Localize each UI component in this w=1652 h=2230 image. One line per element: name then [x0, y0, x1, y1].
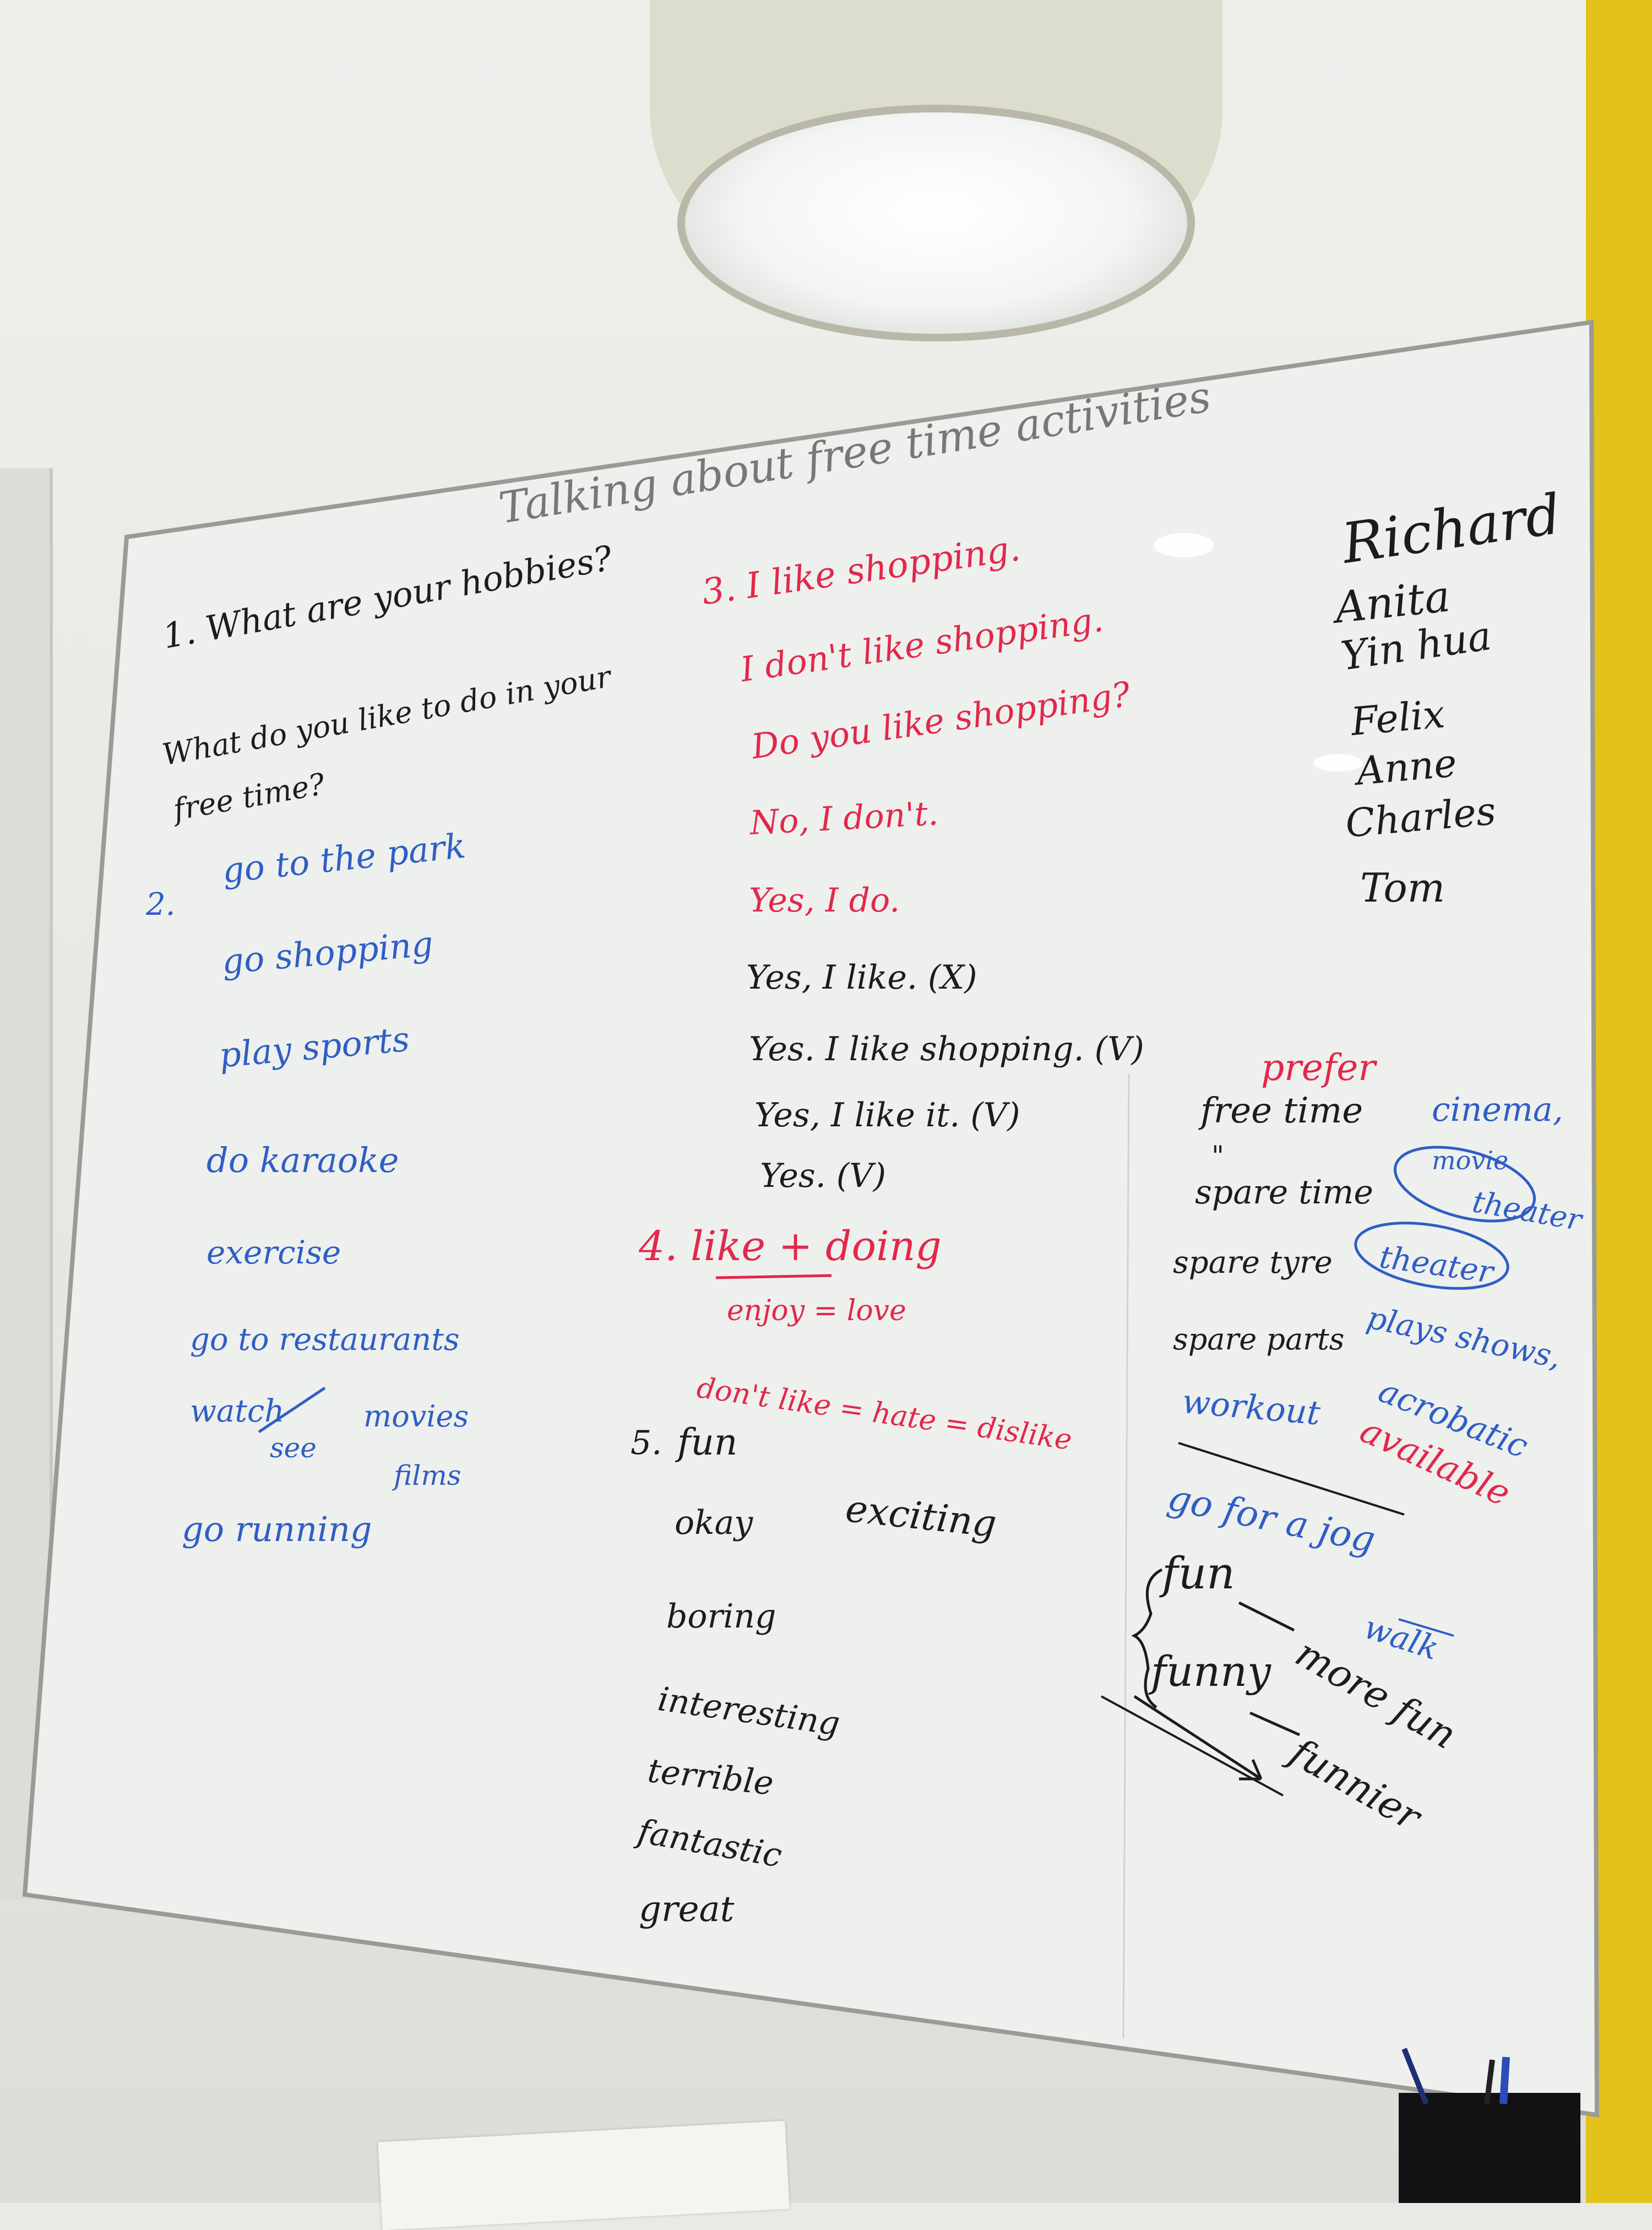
activity-item: movies	[363, 1399, 469, 1434]
adjective: great	[639, 1889, 735, 1930]
activity-item: go running	[182, 1509, 372, 1549]
brace-mark	[1131, 1568, 1163, 1709]
vocab-word: cinema,	[1432, 1090, 1563, 1129]
vocab-word: spare parts	[1173, 1322, 1345, 1357]
sentence-line: Yes, I do.	[749, 881, 900, 920]
activity-item: go to restaurants	[190, 1322, 460, 1358]
underline	[1398, 1618, 1454, 1637]
circle-mark	[1354, 1222, 1509, 1290]
grammar-rule: 4. like + doing	[639, 1223, 942, 1270]
slash-divider	[258, 1386, 326, 1434]
board-seam	[1122, 1073, 1130, 2038]
answer-line: Yes, I like it. (V)	[754, 1096, 1020, 1135]
comparative-base: fun	[1162, 1548, 1235, 1599]
activity-item: films	[394, 1459, 461, 1491]
markers	[1401, 2048, 1510, 2105]
comparative-base: funny	[1151, 1647, 1271, 1696]
marker-holder	[1399, 2093, 1580, 2203]
adjective: okay	[675, 1504, 753, 1542]
vocab-word: spare tyre	[1173, 1245, 1333, 1281]
marker-pen	[1499, 2057, 1510, 2104]
activity-item: do karaoke	[206, 1140, 399, 1180]
adjective: boring	[666, 1597, 776, 1636]
dash-mark	[1249, 1711, 1301, 1737]
light-reflection	[1313, 754, 1363, 772]
answer-line: Yes. I like shopping. (V)	[749, 1030, 1144, 1068]
underline	[1178, 1442, 1405, 1516]
activity-item: watch	[190, 1393, 285, 1429]
adjective: fun	[677, 1421, 738, 1463]
arrow-mark	[1101, 1695, 1284, 1797]
dash-mark	[1238, 1601, 1295, 1632]
section-5-number: 5.	[631, 1424, 662, 1462]
vocab-word: spare time	[1195, 1173, 1373, 1212]
grammar-rule: enjoy = love	[727, 1294, 906, 1327]
marker-pen	[1401, 2048, 1429, 2105]
whiteboard-surface	[22, 319, 1600, 2118]
marker-pen	[1484, 2059, 1495, 2104]
ceiling-lamp	[650, 0, 1222, 386]
answer-line: Yes. (V)	[760, 1157, 886, 1195]
light-reflection	[1154, 533, 1214, 557]
student-name: Tom	[1360, 865, 1446, 911]
underline	[716, 1274, 832, 1279]
activity-item: exercise	[206, 1234, 341, 1271]
section-2-number: 2.	[146, 887, 176, 923]
vocab-word: "	[1211, 1140, 1224, 1172]
arrow-mark	[1133, 1695, 1263, 1781]
answer-line: Yes, I like. (X)	[746, 958, 977, 997]
vocab-word: free time	[1200, 1090, 1363, 1131]
circle-mark	[1393, 1146, 1536, 1223]
activity-item: see	[270, 1432, 317, 1464]
vocab-word: prefer	[1261, 1046, 1376, 1089]
